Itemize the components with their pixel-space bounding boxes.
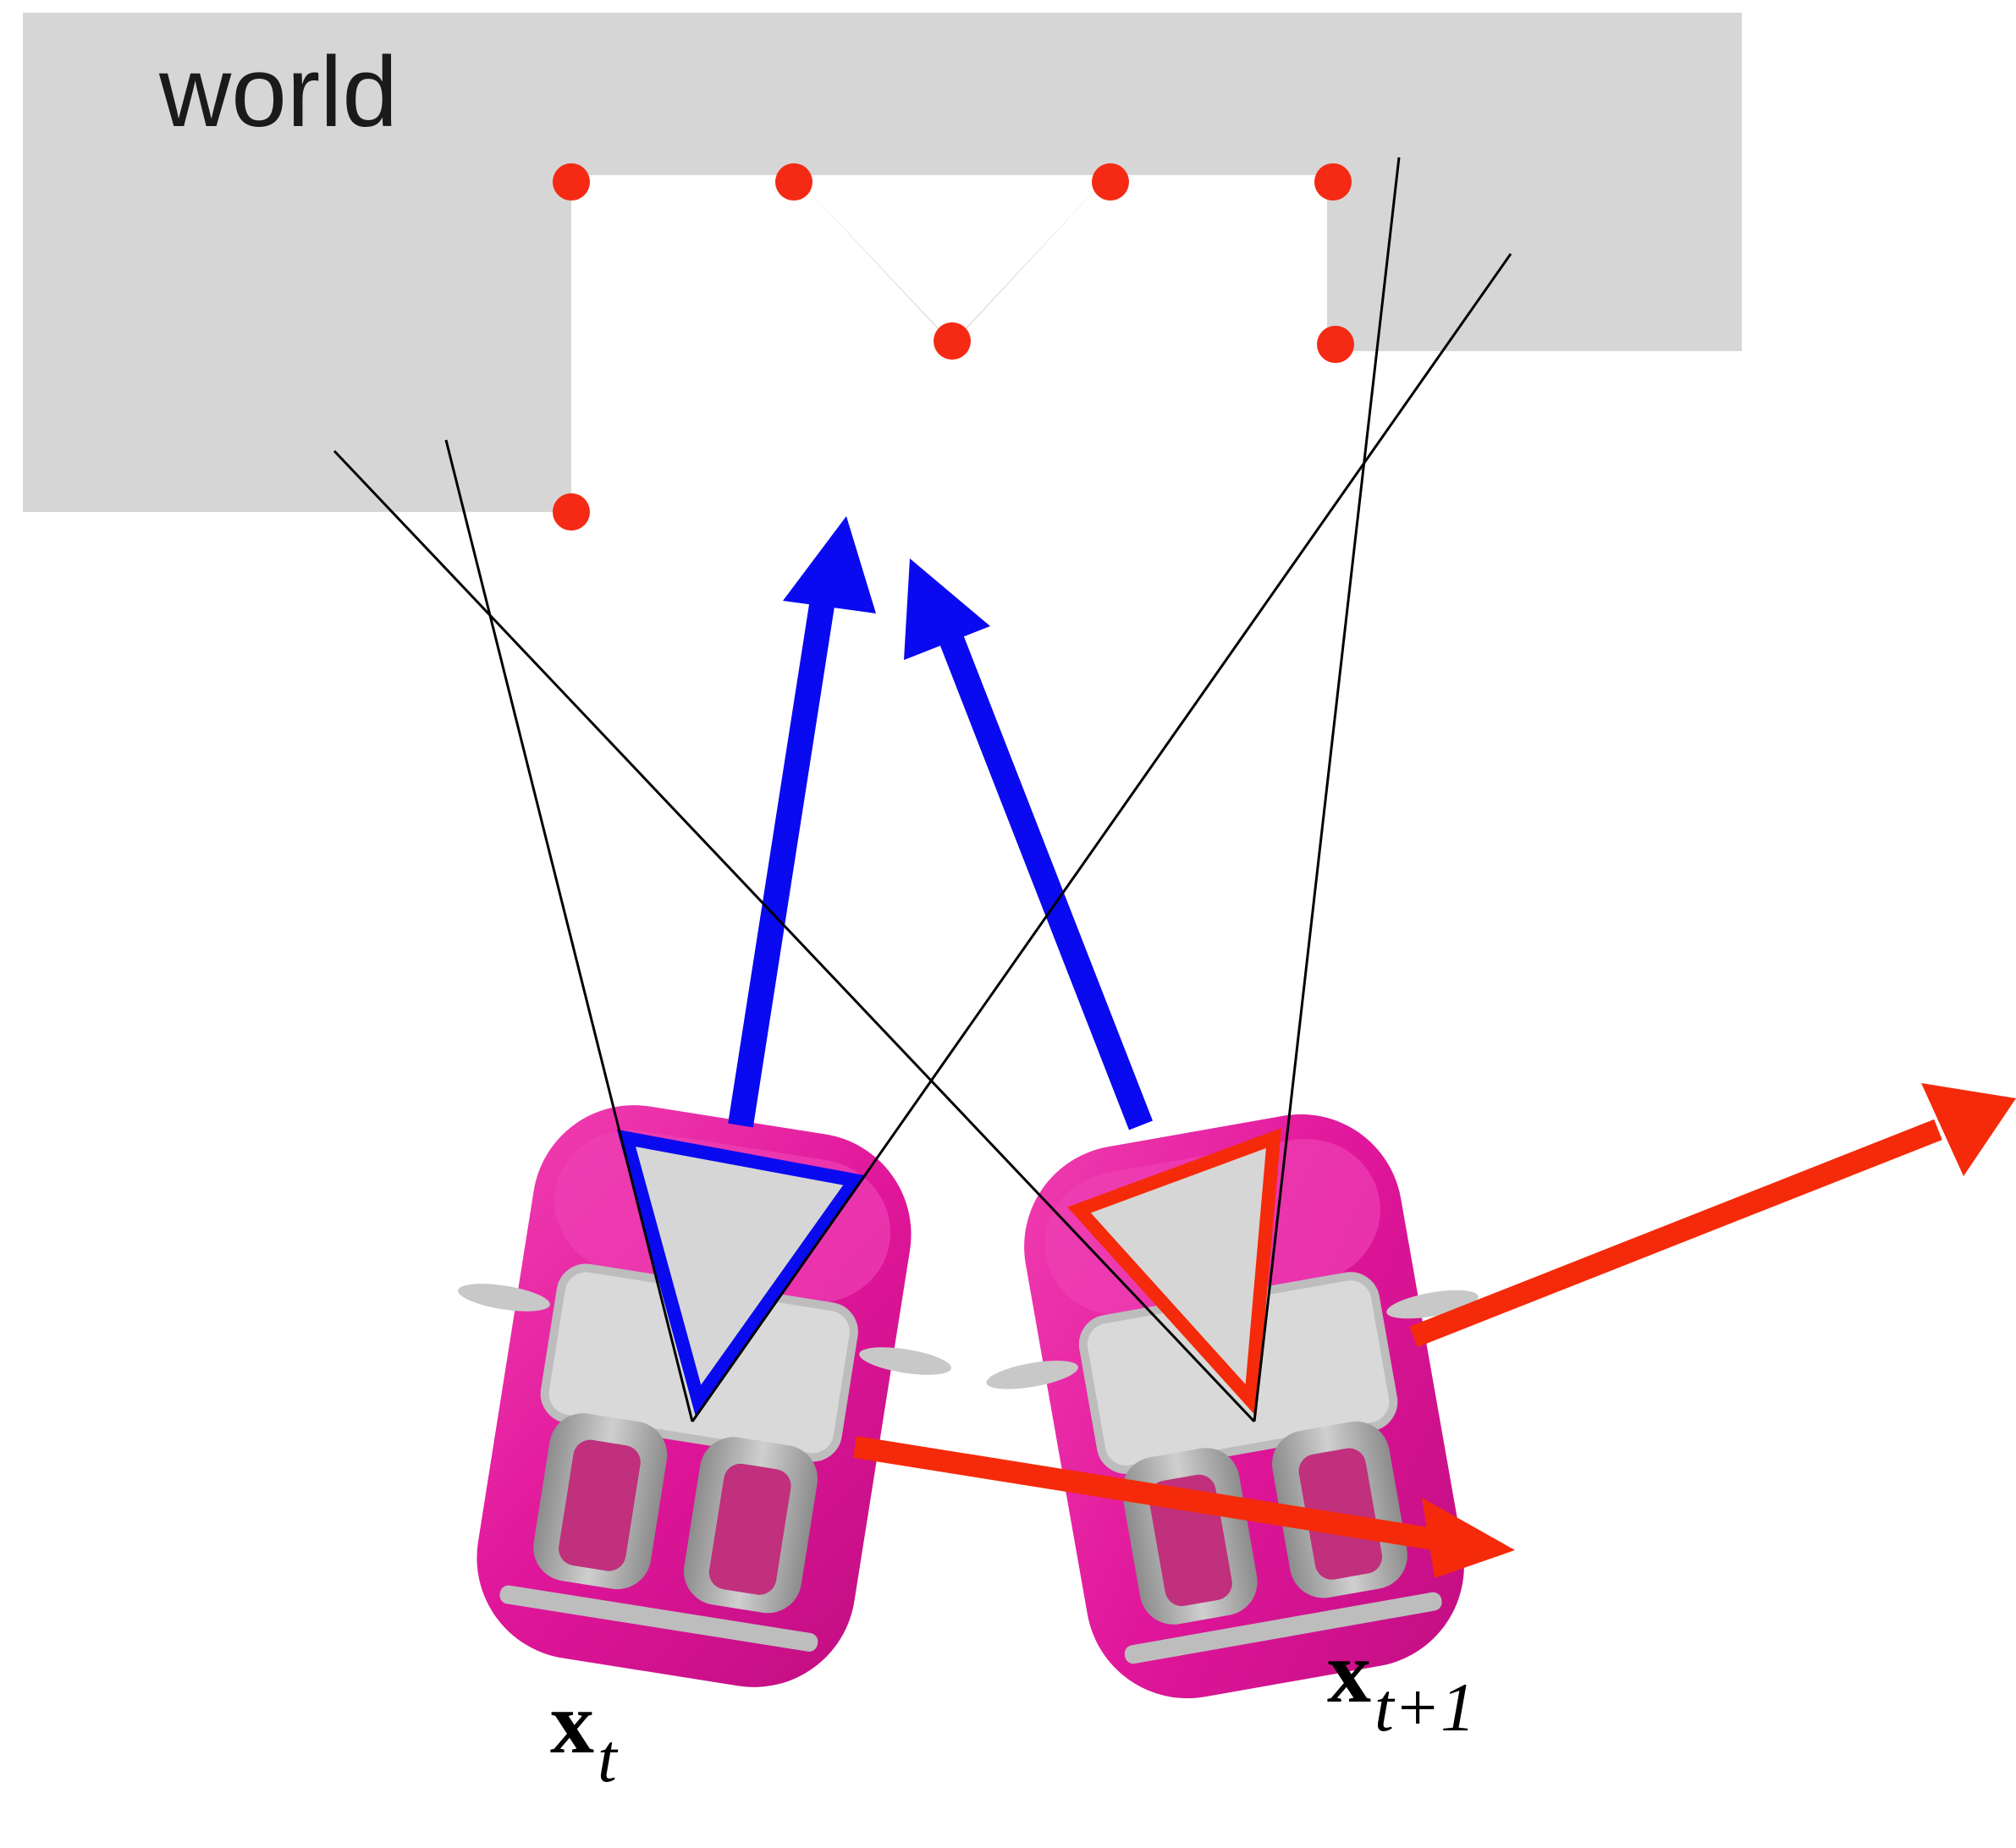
red-arrow-t [852,1436,1515,1578]
pose-label-t1: xt+1 [1327,1629,1475,1742]
landmark-points [553,163,1354,531]
world-label: world [159,36,398,148]
pose-subscript: t+1 [1374,1669,1476,1746]
camera-frustum-icon [1067,1128,1282,1417]
world-v-indent [794,175,1109,343]
blue-arrow-t [728,516,876,1128]
pose-label-t: xt [550,1680,617,1793]
camera-frustum-icon [616,1129,867,1416]
landmark-point-icon [1317,326,1354,363]
landmark-point-icon [1314,163,1352,201]
landmark-point-icon [934,322,971,360]
pose-symbol: x [550,1675,594,1772]
landmark-point-icon [775,163,812,201]
world-region [23,13,1742,512]
pose-subscript: t [598,1719,617,1796]
landmark-point-icon [553,163,590,201]
viewing-rays [333,157,1512,1423]
landmark-point-icon [553,493,590,531]
pose-symbol: x [1327,1624,1371,1721]
blue-arrow-t1 [904,558,1153,1130]
landmark-point-icon [1092,163,1129,201]
red-arrow-t1 [1409,1083,2016,1348]
